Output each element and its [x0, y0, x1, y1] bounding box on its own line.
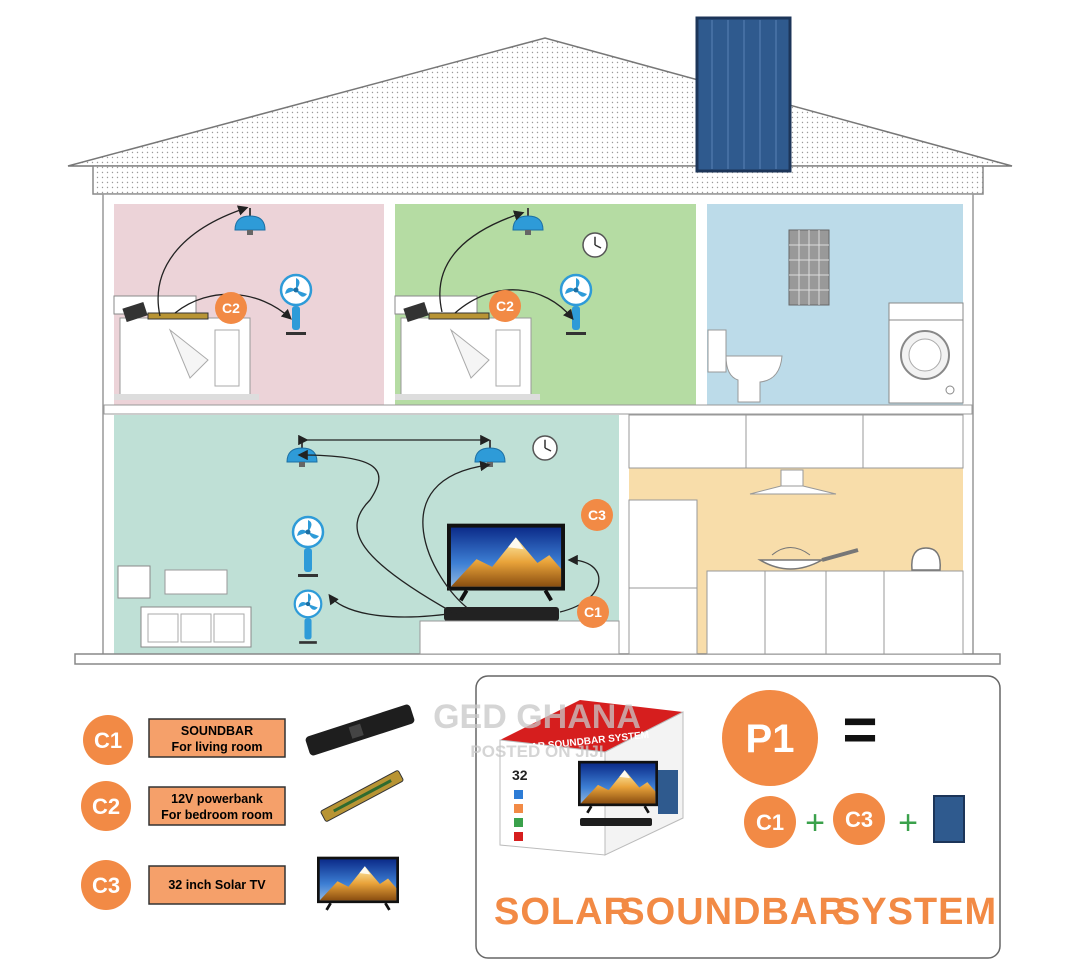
wiring-line [422, 460, 491, 611]
bed [113, 295, 259, 400]
svg-text:32: 32 [512, 767, 528, 783]
clock-icon [532, 435, 558, 461]
svg-text:C1: C1 [584, 604, 602, 620]
svg-text:GED GHANA: GED GHANA [433, 698, 641, 736]
kettle-icon [911, 547, 941, 571]
svg-text:C3: C3 [92, 873, 120, 898]
svg-text:C1: C1 [94, 728, 122, 753]
solar-panel [695, 16, 792, 173]
roof-fascia [92, 165, 984, 195]
phone-device [403, 301, 429, 323]
svg-text:SOLAR: SOLAR [494, 891, 632, 933]
svg-text:C2: C2 [222, 300, 240, 316]
house: C2 C2 C3 C1 [67, 16, 1013, 665]
svg-text:SOUNDBAR: SOUNDBAR [181, 724, 253, 738]
legend-item-c3: C3 32 inch Solar TV [81, 856, 399, 912]
svg-text:12V powerbank: 12V powerbank [171, 792, 263, 806]
solar-panel-icon [933, 795, 965, 843]
svg-text:C2: C2 [496, 298, 514, 314]
wiring-line [328, 593, 463, 618]
clock-icon [582, 232, 608, 258]
wiring-line [454, 289, 574, 321]
soundbar-icon [305, 704, 415, 756]
phone-device [122, 301, 148, 323]
tv-stand [419, 620, 620, 655]
svg-text:C3: C3 [588, 507, 606, 523]
soundbar-device [444, 607, 559, 621]
wiring-line [559, 554, 600, 613]
package-title: SOLAR SOUNDBAR SYSTEM [494, 891, 997, 933]
svg-text:C3: C3 [845, 807, 873, 832]
svg-text:+: + [805, 804, 825, 842]
wiring-line [157, 205, 249, 317]
ground-line [74, 653, 1001, 665]
svg-text:P1: P1 [746, 717, 795, 761]
sofa [140, 606, 252, 648]
upper-cabinets [628, 414, 964, 469]
svg-text:+: + [898, 804, 918, 842]
wiring-line [439, 210, 525, 313]
package-panel: SOLAR SOUNDBAR SYSTEM 32 P1 = C1 + C3 + [475, 675, 1001, 959]
powerbank-icon [320, 770, 404, 822]
package-formula: C1 + C3 + [744, 793, 965, 848]
callout-c2-bedroom2: C2 [489, 290, 521, 322]
washing-machine-icon [888, 302, 964, 404]
svg-text:For living room: For living room [172, 740, 263, 754]
range-hood-icon [749, 469, 837, 495]
callout-c1-soundbar: C1 [577, 596, 609, 628]
powerbank-device [147, 312, 209, 320]
tv-icon [447, 524, 565, 601]
svg-text:SOUNDBAR: SOUNDBAR [619, 891, 847, 933]
watermark: GED GHANA POSTED ON JIJI [433, 698, 641, 761]
powerbank-device [428, 312, 490, 320]
equals-sign: = [842, 696, 877, 763]
refrigerator-icon [628, 499, 698, 655]
bathroom-window [788, 229, 830, 306]
toilet-icon [707, 329, 783, 403]
svg-text:C2: C2 [92, 794, 120, 819]
svg-text:C1: C1 [756, 810, 784, 835]
pan-icon [757, 547, 859, 570]
callout-c3-tv: C3 [581, 499, 613, 531]
product-box-image: SOLAR SOUNDBAR SYSTEM 32 [499, 700, 684, 856]
callout-c2-bedroom1: C2 [215, 292, 247, 324]
legend-item-c2: C2 12V powerbank For bedroom room [81, 770, 404, 831]
wiring-line [297, 449, 453, 613]
legend-item-c1: C1 SOUNDBAR For living room [83, 704, 415, 765]
svg-text:SYSTEM: SYSTEM [835, 891, 997, 933]
svg-text:For bedroom room: For bedroom room [161, 808, 273, 822]
tv-icon [317, 856, 399, 912]
coffee-table [164, 569, 228, 595]
svg-text:32 inch Solar TV: 32 inch Solar TV [168, 878, 266, 892]
armchair [117, 565, 151, 599]
lower-cabinets [706, 570, 964, 655]
legend: C1 SOUNDBAR For living room C2 12V power… [81, 704, 415, 912]
svg-text:POSTED ON JIJI: POSTED ON JIJI [470, 742, 603, 761]
roof [67, 37, 1013, 167]
package-code-badge: P1 [722, 690, 818, 786]
